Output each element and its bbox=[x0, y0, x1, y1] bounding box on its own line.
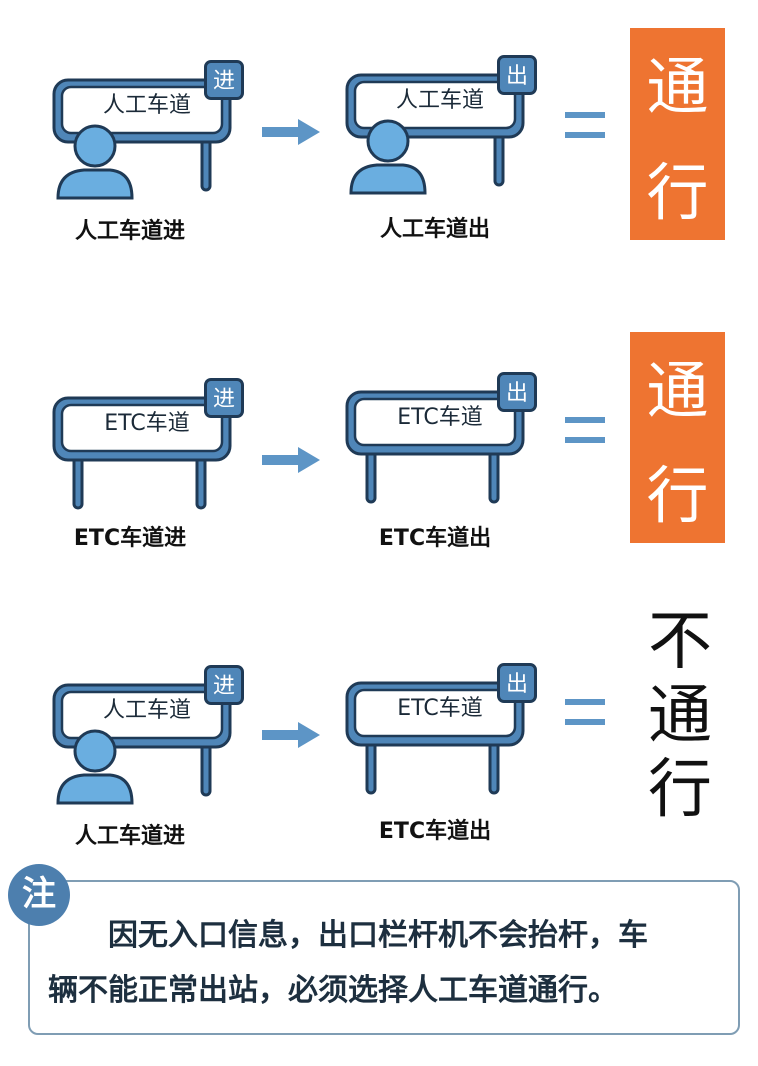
sign-badge: 进 bbox=[204, 665, 244, 705]
sign-badge: 进 bbox=[204, 378, 244, 418]
result-char: 通 bbox=[646, 353, 709, 427]
result-no-pass: 不 通 行 bbox=[640, 610, 720, 822]
sign-frame-icon bbox=[345, 681, 525, 795]
exit-lane-sign: 人工车道出 bbox=[345, 55, 545, 205]
entry-caption: 人工车道进 bbox=[74, 824, 186, 849]
exit-caption: 人工车道出 bbox=[379, 217, 491, 242]
result-pass-1: 通 行 bbox=[630, 28, 725, 240]
result-char: 行 bbox=[646, 459, 709, 533]
person-icon bbox=[56, 124, 134, 200]
result-char: 行 bbox=[648, 753, 712, 827]
exit-caption: ETC车道出 bbox=[378, 819, 492, 844]
sign-frame-icon bbox=[345, 390, 525, 504]
sign-label: 人工车道 bbox=[395, 88, 484, 113]
arrow-right-icon bbox=[262, 119, 320, 145]
person-icon bbox=[349, 119, 427, 195]
entry-lane-sign: ETC车道进 bbox=[52, 378, 252, 528]
person-icon bbox=[56, 729, 134, 805]
sign-frame-icon bbox=[52, 396, 232, 510]
exit-lane-sign: ETC车道出 bbox=[345, 663, 545, 813]
entry-lane-sign: 人工车道进 bbox=[52, 665, 252, 815]
result-char: 通 bbox=[646, 50, 709, 123]
sign-badge: 出 bbox=[497, 663, 537, 703]
arrow-right-icon bbox=[262, 722, 320, 748]
sign-badge: 出 bbox=[497, 372, 537, 412]
sign-badge: 出 bbox=[497, 55, 537, 95]
exit-caption: ETC车道出 bbox=[378, 526, 492, 551]
exit-lane-sign: ETC车道出 bbox=[345, 372, 545, 522]
entry-caption: 人工车道进 bbox=[74, 219, 186, 244]
person-icon bbox=[56, 729, 134, 805]
sign-label: ETC车道 bbox=[397, 696, 483, 721]
result-char: 行 bbox=[646, 156, 709, 229]
sign-label: 人工车道 bbox=[102, 93, 191, 118]
sign-badge: 进 bbox=[204, 60, 244, 100]
note-badge: 注 bbox=[8, 864, 70, 926]
sign-label: ETC车道 bbox=[397, 405, 483, 430]
equals-icon bbox=[565, 112, 605, 138]
result-char: 不 bbox=[648, 605, 712, 679]
person-icon bbox=[349, 119, 427, 195]
entry-lane-sign: 人工车道进 bbox=[52, 60, 252, 210]
equals-icon bbox=[565, 699, 605, 725]
entry-caption: ETC车道进 bbox=[73, 526, 187, 551]
person-icon bbox=[56, 124, 134, 200]
sign-label: ETC车道 bbox=[104, 411, 190, 436]
note-box bbox=[28, 880, 740, 1035]
arrow-right-icon bbox=[262, 447, 320, 473]
note-line-1: 因无入口信息，出口栏杆机不会抬杆，车 bbox=[108, 918, 648, 953]
result-pass-2: 通 行 bbox=[630, 332, 725, 543]
result-char: 通 bbox=[648, 679, 712, 753]
sign-frame-icon bbox=[345, 73, 525, 187]
equals-icon bbox=[565, 417, 605, 443]
note-line-2: 辆不能正常出站，必须选择人工车道通行。 bbox=[48, 973, 618, 1008]
sign-label: 人工车道 bbox=[102, 698, 191, 723]
